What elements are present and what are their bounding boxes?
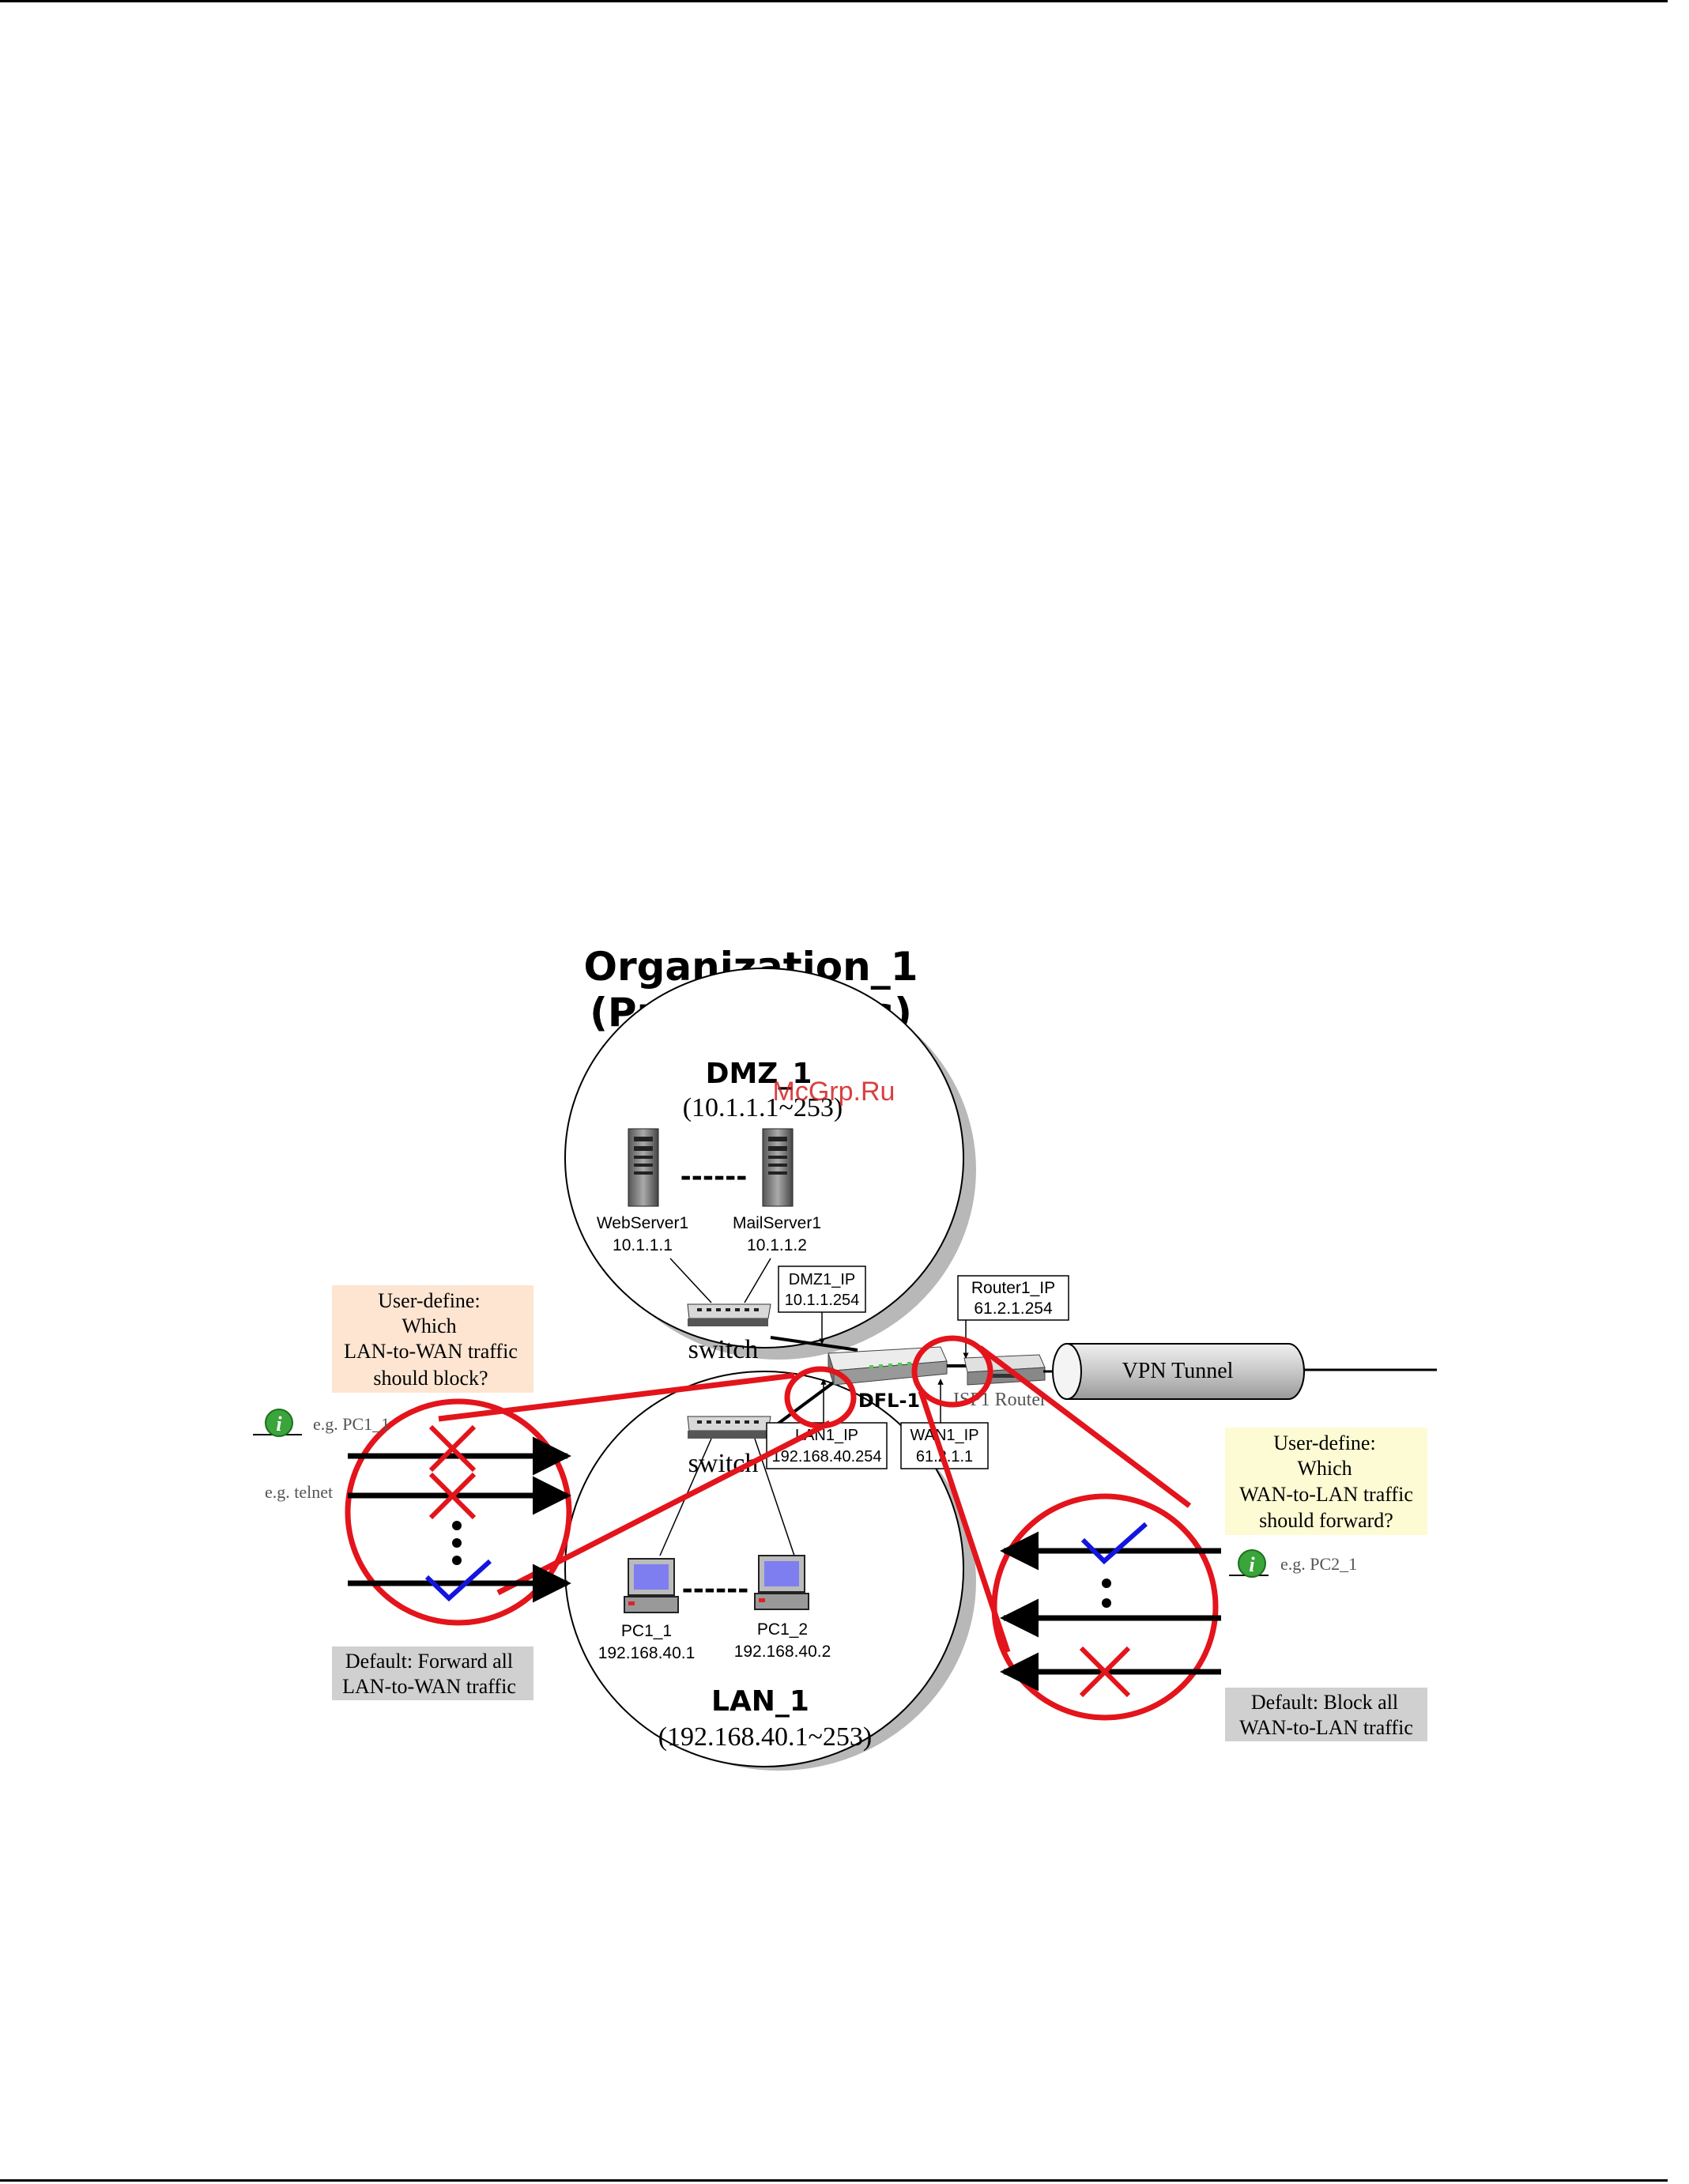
pc2-name: PC1_2 — [757, 1620, 808, 1639]
lan-user-define-line1: User-define: — [378, 1289, 480, 1312]
wan-user-define-line1: User-define: — [1273, 1431, 1375, 1454]
web-server-icon — [628, 1128, 659, 1207]
pc1-icon — [624, 1558, 679, 1613]
dmz-name: DMZ_1 — [706, 1058, 812, 1090]
lan-example2: e.g. telnet — [265, 1482, 333, 1502]
default-block-x-icon — [1079, 1646, 1131, 1698]
dmz-range: (10.1.1.1~253) — [683, 1093, 843, 1122]
block-x-icon — [428, 1424, 477, 1520]
wan-default-line1: Default: Block all — [1251, 1691, 1398, 1714]
wan-example1: e.g. PC2_1 — [1280, 1554, 1357, 1574]
lan-range: (192.168.40.1~253) — [658, 1722, 873, 1752]
bottom-rule — [0, 2179, 1668, 2182]
info-icon: i — [1229, 1549, 1269, 1578]
allow-check-icon — [424, 1559, 492, 1602]
lan-default-box: Default: Forward all LAN-to-WAN traffic — [332, 1646, 533, 1700]
firewall-label: DFL-1 — [858, 1390, 920, 1412]
forward-check-icon — [1080, 1522, 1148, 1565]
wan-default-box: Default: Block all WAN-to-LAN traffic — [1225, 1688, 1427, 1741]
lan-ip-value: 192.168.40.254 — [771, 1448, 881, 1465]
svg-text:i: i — [1249, 1553, 1255, 1576]
pc2-icon — [754, 1555, 809, 1610]
lan-name: LAN_1 — [711, 1685, 809, 1718]
pc1-name: PC1_1 — [621, 1622, 672, 1640]
mail-server-ip: 10.1.1.2 — [747, 1236, 807, 1254]
dmz-switch-icon — [687, 1303, 771, 1326]
vpn-tunnel — [1043, 1343, 1437, 1400]
lan-default-line2: LAN-to-WAN traffic — [342, 1675, 516, 1698]
lan-default-line1: Default: Forward all — [345, 1650, 513, 1673]
pc1-ip: 192.168.40.1 — [598, 1644, 696, 1662]
lan-user-define-box: User-define: Which LAN-to-WAN traffic sh… — [332, 1285, 533, 1393]
dmz-wire-web — [669, 1258, 712, 1303]
wan-to-lan-arrows — [1000, 1531, 1221, 1692]
dmz-ip-name: DMZ1_IP — [789, 1271, 855, 1288]
web-server-ip: 10.1.1.1 — [613, 1236, 673, 1254]
wan-user-define-line2: Which — [1297, 1457, 1352, 1480]
lan-user-define-line4: should block? — [373, 1367, 488, 1390]
dmz-ip-value: 10.1.1.254 — [785, 1292, 860, 1309]
wan-ip-name: WAN1_IP — [910, 1427, 978, 1444]
router-ip-name: Router1_IP — [971, 1279, 1055, 1297]
wan-user-define-line3: WAN-to-LAN traffic — [1239, 1483, 1413, 1506]
wan-default-line2: WAN-to-LAN traffic — [1239, 1716, 1413, 1739]
vpn-tunnel-label: VPN Tunnel — [1122, 1359, 1234, 1383]
lan-switch-icon — [687, 1416, 771, 1439]
wan-user-define-box: User-define: Which WAN-to-LAN traffic sh… — [1225, 1428, 1427, 1535]
pc2-ip: 192.168.40.2 — [734, 1643, 831, 1661]
router-ip-box: Router1_IP 61.2.1.254 — [957, 1275, 1069, 1321]
dmz-switch-cable — [770, 1336, 858, 1352]
lan-dots: ------ — [682, 1574, 749, 1605]
top-rule — [0, 0, 1668, 2]
mail-server-icon — [762, 1128, 794, 1207]
wan-user-define-line4: should forward? — [1259, 1509, 1393, 1532]
svg-text:i: i — [276, 1413, 282, 1435]
dmz-ip-box: DMZ1_IP 10.1.1.254 — [778, 1266, 866, 1313]
dmz-switch-label: switch — [688, 1335, 759, 1364]
lan-switch-cable — [769, 1378, 839, 1431]
web-server-name: WebServer1 — [597, 1214, 688, 1232]
wan-dots-vertical — [1102, 1579, 1111, 1608]
dmz-dots: ------ — [681, 1161, 748, 1193]
isp-router-icon — [963, 1354, 1046, 1386]
watermark: McGrp.Ru — [773, 1077, 895, 1107]
firewall-icon — [828, 1346, 948, 1386]
wan-zoom-connector — [911, 1335, 1219, 1721]
lan-user-define-line2: Which — [402, 1315, 456, 1337]
router-ip-value: 61.2.1.254 — [974, 1299, 1053, 1318]
info-icon: i — [253, 1409, 302, 1437]
lan-dots-vertical — [452, 1521, 462, 1565]
lan-example1: e.g. PC1_1 — [313, 1414, 390, 1434]
dmz-wire-mail — [744, 1258, 771, 1303]
mail-server-name: MailServer1 — [733, 1214, 821, 1232]
lan-user-define-line3: LAN-to-WAN traffic — [344, 1340, 518, 1363]
